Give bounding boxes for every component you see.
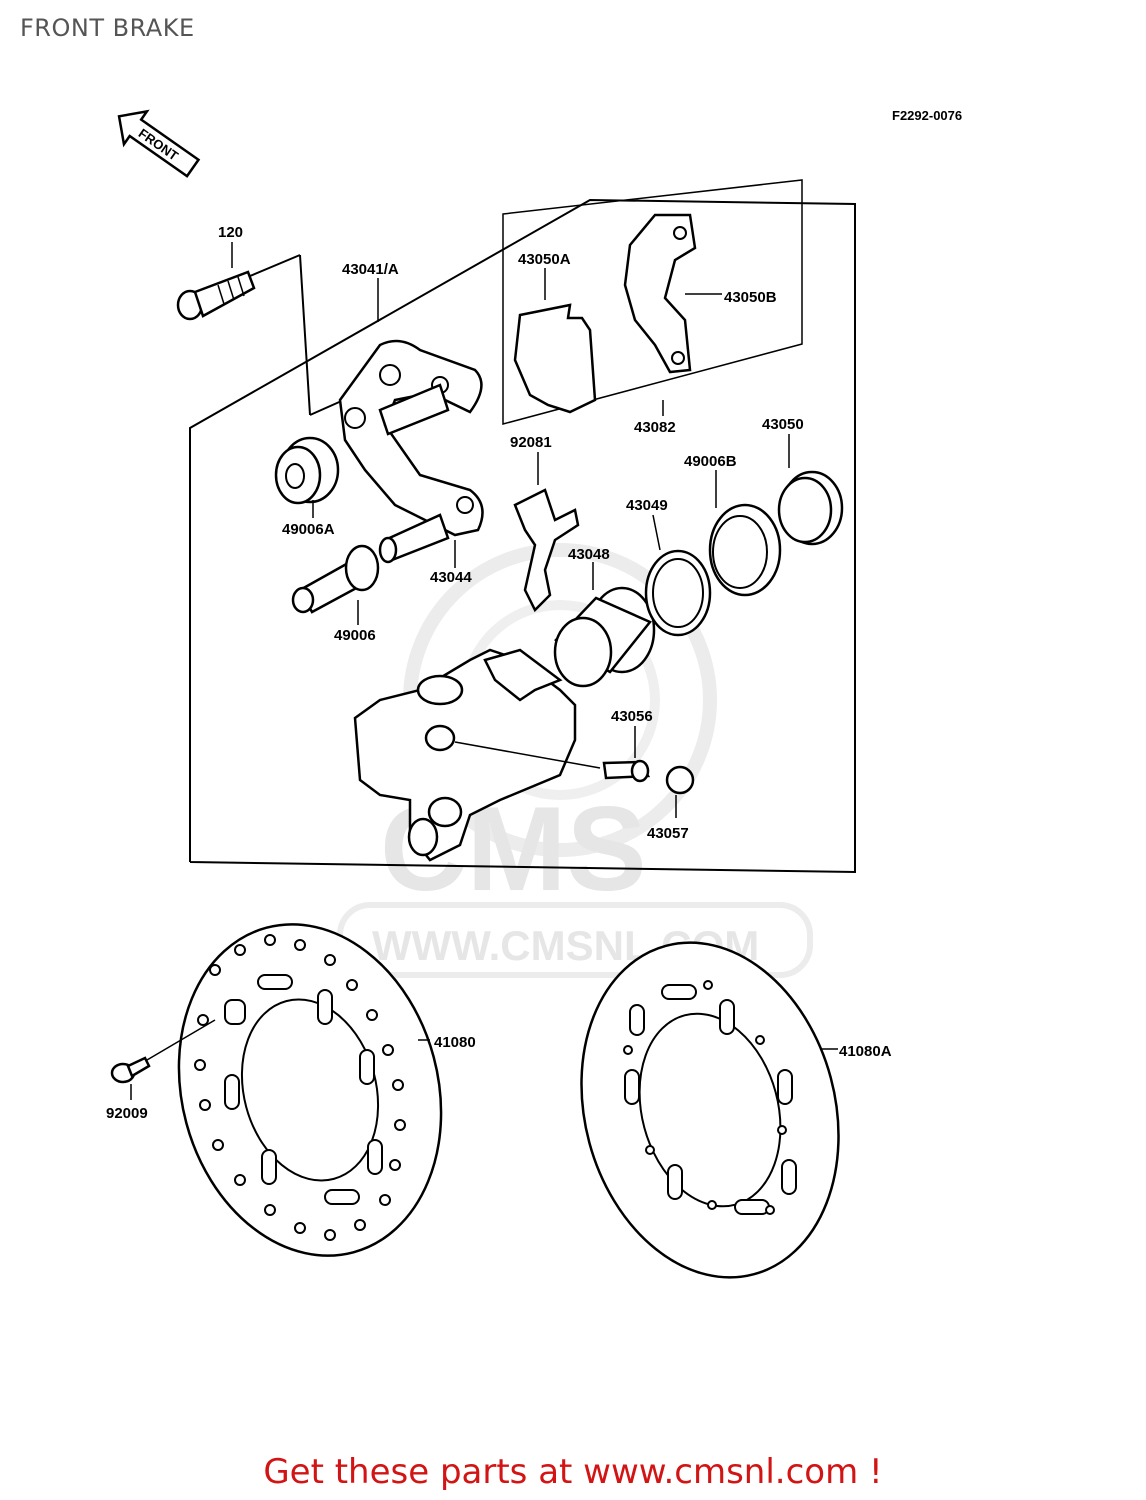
part-label: 43057 (647, 825, 689, 842)
brake-disc-41080A (580, 941, 840, 1279)
pad-43050B (623, 213, 722, 416)
pad-43050A (513, 268, 597, 414)
part-label: 43050A (518, 251, 571, 268)
caliper-bracket (338, 278, 484, 568)
part-label: 92081 (510, 434, 552, 451)
part-label: 43041/A (342, 261, 399, 278)
part-label: 43050B (724, 289, 777, 306)
spring-92081 (513, 452, 580, 613)
part-label: 43044 (430, 569, 472, 586)
part-label: 49006 (334, 627, 376, 644)
bleeder-43056 (602, 726, 651, 783)
screw-92009 (110, 1019, 216, 1100)
part-label: 49006B (684, 453, 737, 470)
part-label: 43056 (611, 708, 653, 725)
pin-49006 (291, 544, 380, 625)
front-arrow-icon: FRONT (117, 109, 201, 178)
diagram-reference: F2292-0076 (892, 108, 962, 123)
page-title: FRONT BRAKE (20, 14, 195, 42)
cap-43050 (777, 434, 844, 546)
part-label: 43082 (634, 419, 676, 436)
cap-43057 (665, 765, 695, 818)
boot-49006A (274, 436, 340, 518)
part-label: 43050 (762, 416, 804, 433)
part-label: 43048 (568, 546, 610, 563)
part-label: 41080 (434, 1034, 476, 1051)
part-label: 120 (218, 224, 243, 241)
part-labels: 120 43041/A 43050A 43050B 43082 92081 43… (106, 224, 892, 1122)
part-label: 49006A (282, 521, 335, 538)
footer-link[interactable]: Get these parts at www.cmsnl.com ! (263, 1452, 883, 1492)
seal-43049 (644, 514, 712, 637)
part-label: 43049 (626, 497, 668, 514)
bolt-120 (176, 242, 256, 321)
seal-49006B (708, 470, 782, 597)
part-label: 41080A (839, 1043, 892, 1060)
caliper-body (353, 648, 601, 862)
piston-43048 (553, 562, 656, 688)
brake-disc-41080 (177, 923, 443, 1257)
part-label: 92009 (106, 1105, 148, 1122)
